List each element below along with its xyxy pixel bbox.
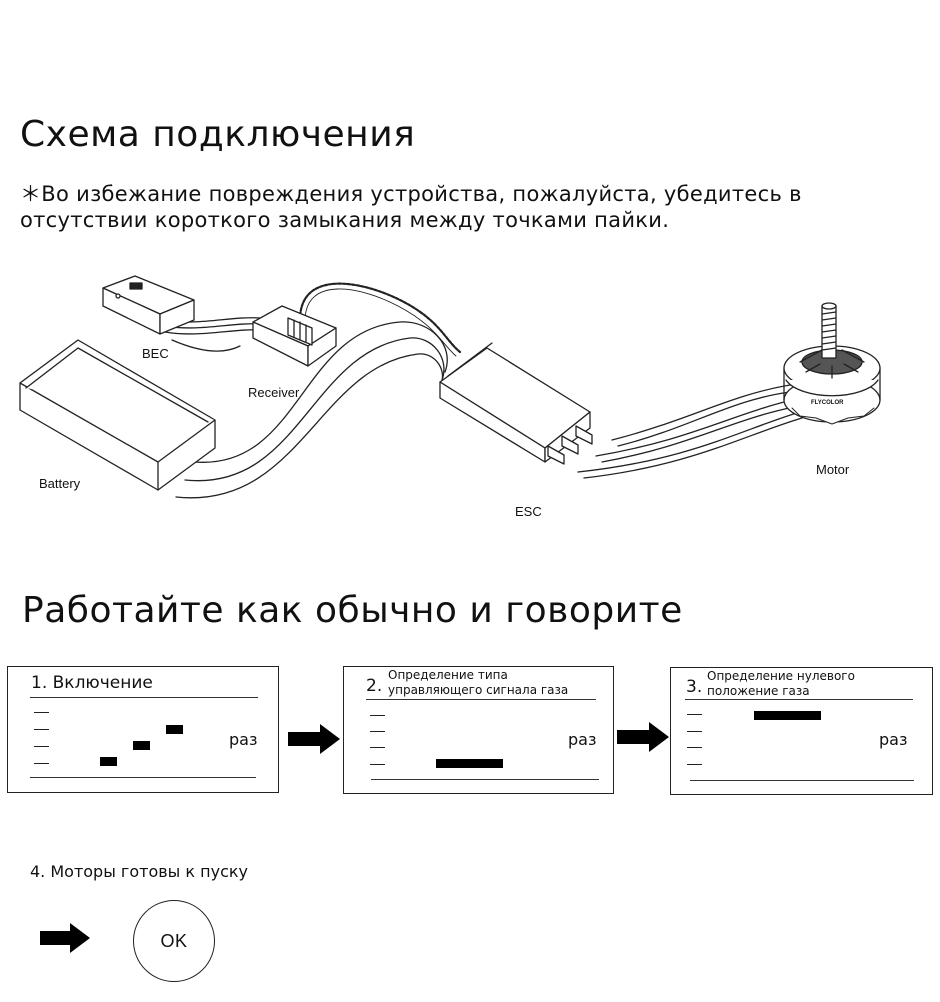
ok-status-circle: OK <box>133 900 215 982</box>
step-1-tone-pulse <box>100 757 117 766</box>
step-3-tick <box>687 747 702 748</box>
arrow-right-icon <box>40 923 90 953</box>
step-2-tick <box>370 731 385 732</box>
step-2-box: 2. Определение типа управляющего сигнала… <box>343 666 614 794</box>
warning-note-line-1: ＊Во избежание повреждения устройства, по… <box>20 182 802 206</box>
esc-module <box>439 342 593 465</box>
step-1-number: 1. <box>31 673 48 693</box>
step-3-label-line-1: Определение нулевого <box>707 669 855 683</box>
warning-note-line-2: отсутствии короткого замыкания между точ… <box>20 208 670 232</box>
motor-phase-wires <box>577 384 803 479</box>
step-1-box: 1. Включение раз <box>7 666 279 793</box>
step-1-times-label: раз <box>229 730 258 749</box>
step-1-tick <box>34 763 49 764</box>
step-2-tick <box>370 747 385 748</box>
step-2-tick <box>370 715 385 716</box>
arrow-right-icon <box>288 724 340 754</box>
step-2-number: 2. <box>366 676 383 696</box>
battery-pack <box>19 339 216 491</box>
page-title: Схема подключения <box>20 114 416 155</box>
step-2-top-line <box>366 699 596 700</box>
operation-title: Работайте как обычно и говорите <box>22 590 683 631</box>
step-3-tick <box>687 731 702 732</box>
step-1-tick <box>34 746 49 747</box>
step-3-tone-pulse <box>754 711 821 720</box>
step-1-bottom-line <box>30 777 256 778</box>
wiring-diagram <box>19 275 881 499</box>
step-1-tone-pulse <box>166 725 183 734</box>
step-3-number: 3. <box>686 677 703 697</box>
step-2-bottom-line <box>371 779 599 780</box>
step-3-label-line-2: положение газа <box>707 684 810 698</box>
arrow-right-icon <box>617 722 669 752</box>
label-receiver: Receiver <box>248 385 300 400</box>
label-battery: Battery <box>39 476 81 491</box>
motor <box>783 302 881 425</box>
receiver-module <box>252 305 337 367</box>
label-bec: BEC <box>142 346 169 361</box>
step-1-label: Включение <box>52 673 153 693</box>
step-3-box: 3. Определение нулевого положение газа р… <box>670 667 933 795</box>
step-3-top-line <box>685 699 913 700</box>
step-3-bottom-line <box>690 780 914 781</box>
battery-power-wires <box>175 321 448 499</box>
step-3-tick <box>687 764 702 765</box>
step-3-times-label: раз <box>879 730 908 749</box>
motor-brand-logo: FLYCOLOR <box>811 400 844 406</box>
step-2-label-line-2: управляющего сигнала газа <box>388 683 569 697</box>
step-1-top-line <box>30 697 258 698</box>
ok-label: OK <box>160 930 188 951</box>
bec-module <box>102 275 195 335</box>
step-4-label: 4. Моторы готовы к пуску <box>30 862 248 881</box>
label-esc: ESC <box>515 504 542 519</box>
step-2-label-line-1: Определение типа <box>388 668 508 682</box>
step-1-tick <box>34 729 49 730</box>
step-3-tick <box>687 714 702 715</box>
step-1-tone-pulse <box>133 741 150 750</box>
step-1-tick <box>34 712 49 713</box>
step-2-tick <box>370 764 385 765</box>
signal-wire <box>298 282 462 354</box>
step-2-tone-pulse <box>436 759 503 768</box>
step-2-times-label: раз <box>568 730 597 749</box>
label-motor: Motor <box>816 462 850 477</box>
